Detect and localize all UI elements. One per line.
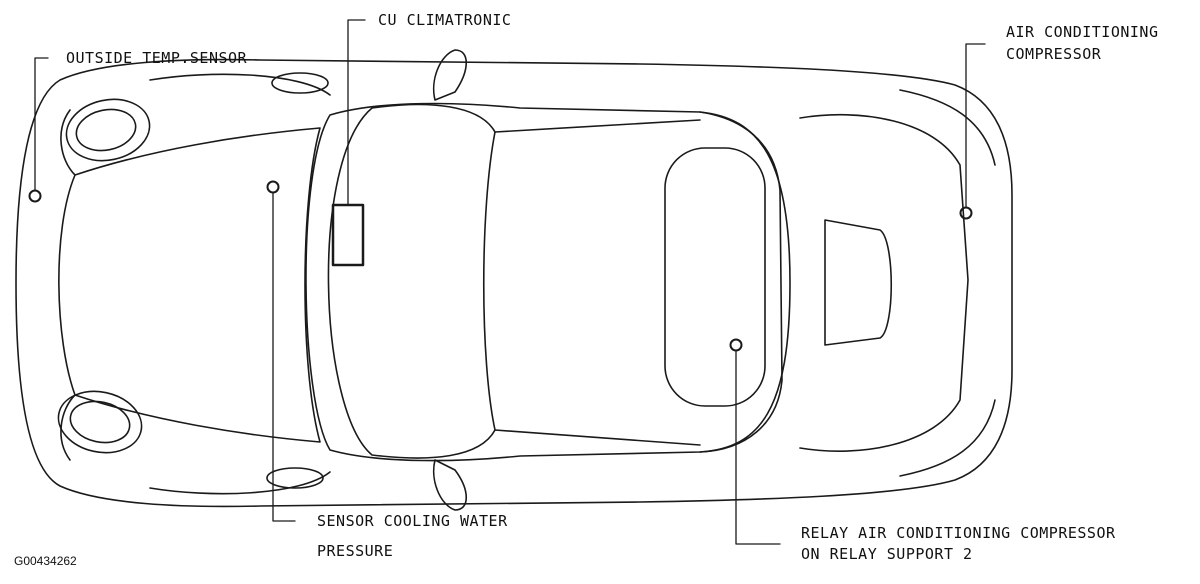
figure-id: G00434262 [14,554,77,568]
leader-cu-climatronic [347,19,366,206]
rear-glass-outer [699,111,783,453]
label-cu-climatronic: CU CLIMATRONIC [378,11,512,29]
headlight-top-inner [75,108,137,152]
rear-crease-top [899,89,996,166]
headlight-top [65,98,151,162]
front-fender-bottom [149,471,331,495]
rear-crease-bottom [899,399,996,477]
marker-outside-temp-sensor [28,189,42,203]
marker-cu-climatronic [331,203,365,267]
cabin-outline [305,102,791,462]
headlight-bottom-inner [69,400,131,444]
hood-crease-bottom [60,394,76,461]
leader-sensor-cooling-water [272,192,296,522]
label-relay-line2: ON RELAY SUPPORT 2 [801,545,973,563]
engine-lid-vent [824,219,893,346]
label-ac-compressor-line2: COMPRESSOR [1006,45,1102,63]
marker-sensor-cooling-water [266,180,280,194]
car-body-outline [15,58,1013,508]
leader-relay-ac [735,350,781,545]
rear-window [664,147,766,407]
mirror-top [433,49,468,101]
roof-line-b [494,429,701,446]
label-sensor-cooling-line1: SENSOR COOLING WATER [317,512,508,530]
headlight-bottom [57,390,143,454]
marker-ac-compressor [959,206,973,220]
label-relay-line1: RELAY AIR CONDITIONING COMPRESSOR [801,524,1116,542]
cowl-vent-top [271,72,329,94]
roof-line-a [494,119,701,133]
mirror-bottom [433,459,468,511]
rear-deck [799,113,969,452]
hood-crease-top [60,109,76,176]
front-hood [58,127,321,443]
label-outside-temp-sensor: OUTSIDE TEMP.SENSOR [66,49,248,67]
leader-ac-compressor [965,43,986,208]
label-ac-compressor-line1: AIR CONDITIONING [1006,23,1159,41]
cowl-vent-bottom [266,467,324,489]
front-fender-top [149,73,331,96]
windshield [327,103,496,459]
marker-relay-ac [729,338,743,352]
label-sensor-cooling-line2: PRESSURE [317,542,394,560]
leader-outside-temp-sensor [34,57,49,191]
